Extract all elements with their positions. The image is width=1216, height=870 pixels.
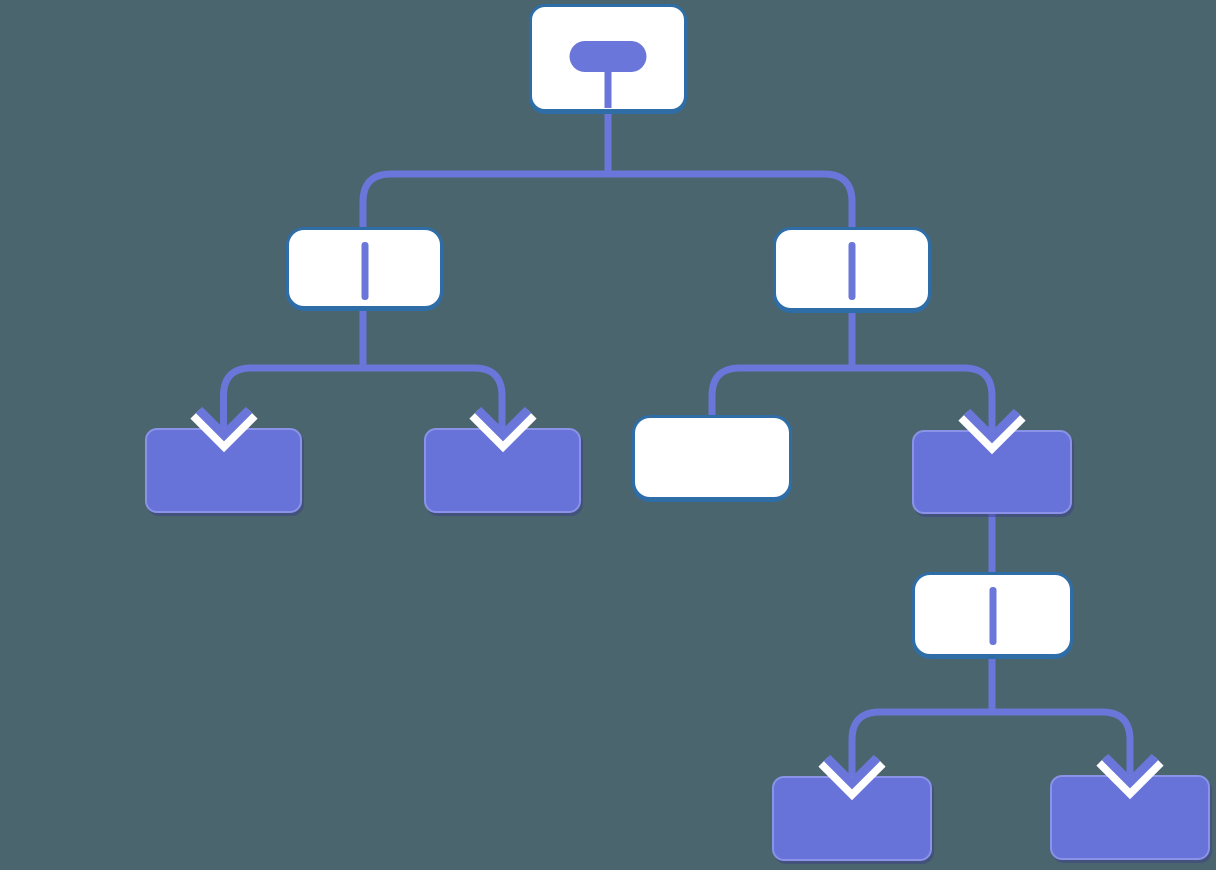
pass-through-line (848, 242, 856, 300)
root-pill-stem (604, 70, 612, 108)
node-root[interactable] (529, 4, 687, 112)
node-leaf-2[interactable] (424, 406, 581, 513)
node-leaf-3[interactable] (772, 754, 932, 861)
edge-branch-left-to-leaves (220, 364, 506, 430)
node-branch-right[interactable] (773, 227, 931, 311)
edge-branch-right-to-children (708, 364, 996, 432)
pass-through-line (989, 587, 996, 645)
node-branch-left[interactable] (286, 227, 443, 309)
root-pill-icon (569, 41, 647, 72)
edge-junction-branch-left-right (359, 170, 856, 245)
node-leaf-4[interactable] (1050, 753, 1210, 860)
node-node-plain[interactable] (632, 415, 792, 500)
edge-branch-mid-to-leaves (848, 708, 1134, 778)
pass-through-line (361, 242, 368, 300)
node-leaf-1[interactable] (145, 406, 302, 513)
node-node-mid[interactable] (912, 408, 1072, 514)
node-branch-mid[interactable] (912, 572, 1073, 657)
